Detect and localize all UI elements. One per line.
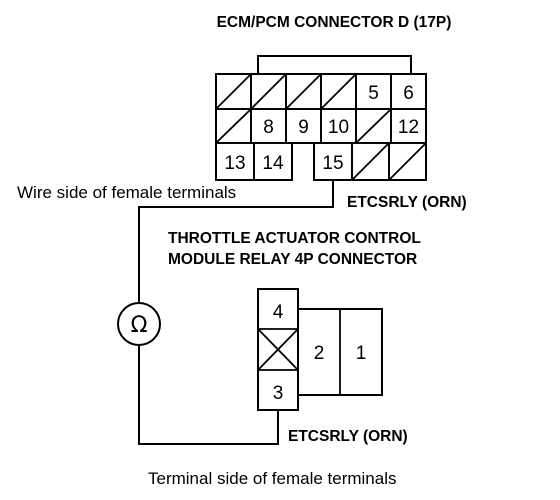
relay-connector: 4 3 2 1 bbox=[257, 288, 383, 411]
relay-pin-label: 3 bbox=[273, 383, 284, 404]
etcsrly-top-label: ETCSRLY (ORN) bbox=[347, 194, 467, 211]
ohmmeter: Ω bbox=[117, 302, 161, 346]
etcsrly-bottom-label: ETCSRLY (ORN) bbox=[288, 428, 408, 445]
blank-cavity-slash bbox=[215, 73, 252, 110]
ecm-cell bbox=[253, 142, 293, 181]
ecm-connector-title: ECM/PCM CONNECTOR D (17P) bbox=[217, 14, 452, 31]
blank-cavity-slash bbox=[320, 73, 357, 110]
ecm-pin-label: 12 bbox=[398, 117, 419, 138]
blank-cavity-slash bbox=[388, 142, 427, 181]
relay-title-line-2: MODULE RELAY 4P CONNECTOR bbox=[168, 251, 417, 268]
relay-pin-label: 4 bbox=[273, 302, 284, 323]
blank-cavity-slash bbox=[351, 142, 390, 181]
ecm-pin-label: 5 bbox=[368, 83, 379, 104]
relay-left-column bbox=[257, 288, 299, 411]
ecm-row-1: 5 6 bbox=[215, 73, 427, 110]
ecm-connector-latch bbox=[257, 55, 412, 74]
relay-title-line-1: THROTTLE ACTUATOR CONTROL bbox=[168, 230, 421, 247]
ecm-row-2: 8 9 10 12 bbox=[215, 108, 427, 144]
relay-pin-label: 1 bbox=[356, 343, 367, 364]
relay-pin-label: 2 bbox=[314, 343, 325, 364]
ecm-pin-label: 8 bbox=[263, 117, 274, 138]
ecm-pin-label: 6 bbox=[403, 83, 414, 104]
blank-cavity-slash bbox=[250, 73, 287, 110]
wire-to-ecm-pin-15 bbox=[138, 180, 334, 303]
wire-side-label: Wire side of female terminals bbox=[17, 183, 236, 202]
blank-cavity-cross bbox=[257, 328, 299, 371]
blank-cavity-slash bbox=[215, 108, 252, 144]
ecm-row-3: 13 14 15 bbox=[215, 142, 427, 181]
test-wiring bbox=[138, 180, 334, 445]
blank-cavity-slash bbox=[355, 108, 392, 144]
ecm-pin-label: 14 bbox=[262, 153, 284, 174]
ecm-pin-label: 13 bbox=[224, 153, 245, 174]
terminal-side-label: Terminal side of female terminals bbox=[148, 469, 396, 488]
blank-cavity-slash bbox=[285, 73, 322, 110]
ecm-pin-label: 15 bbox=[322, 153, 343, 174]
ohmmeter-circle bbox=[117, 302, 161, 346]
wire-to-relay-pin-3 bbox=[138, 345, 279, 445]
ecm-connector: 5 6 8 9 10 12 13 14 bbox=[215, 55, 427, 181]
ecm-cell bbox=[388, 142, 427, 181]
ohm-symbol: Ω bbox=[131, 313, 148, 338]
ecm-pin-label: 10 bbox=[328, 117, 349, 138]
ecm-pin-label: 9 bbox=[298, 117, 309, 138]
